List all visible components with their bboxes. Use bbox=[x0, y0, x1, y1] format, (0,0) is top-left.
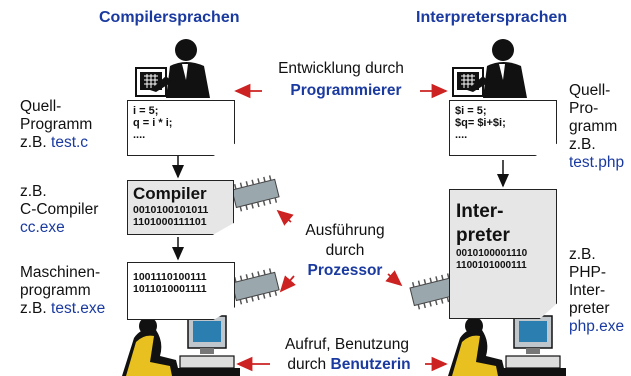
development-actor: Programmierer bbox=[290, 82, 402, 99]
execution-caption: Ausführung durch Prozessor bbox=[290, 222, 400, 280]
code-line: i = 5; bbox=[133, 105, 159, 117]
processor-chip-icon bbox=[409, 273, 458, 310]
arrow-exec-lower bbox=[279, 275, 296, 293]
compiler-box: Compiler 0010100101011 1101000111101 bbox=[127, 180, 234, 235]
user-at-computer-icon bbox=[448, 315, 566, 376]
caption-line: durch bbox=[325, 242, 365, 259]
execution-actor: Prozessor bbox=[307, 262, 383, 279]
right-source-label: Quell- Pro- gramm z.B. test.php bbox=[569, 82, 624, 172]
label-line: z.B. bbox=[569, 246, 596, 263]
header-interpreter-languages: Interpretersprachen bbox=[416, 9, 568, 26]
interpreter-title-line2: preter bbox=[456, 225, 510, 246]
label-line: Quell- bbox=[20, 98, 62, 115]
compiler-example: cc.exe bbox=[20, 219, 65, 236]
development-caption: Entwicklung durch bbox=[266, 60, 416, 78]
binary-line: 0010100001110 bbox=[456, 248, 528, 259]
label-line: gramm bbox=[569, 118, 618, 135]
label-line: C-Compiler bbox=[20, 201, 99, 218]
label-line: Pro- bbox=[569, 100, 599, 117]
left-source-label: Quell- Programm z.B. test.c bbox=[20, 98, 92, 152]
label-line: z.B. bbox=[569, 136, 596, 153]
label-line: z.B. bbox=[20, 134, 47, 151]
invocation-actor: Benutzerin bbox=[330, 356, 411, 373]
source-example: test.c bbox=[51, 134, 89, 151]
processor-chip-icon bbox=[231, 175, 280, 212]
code-line: $i = 5; bbox=[455, 105, 487, 117]
caption-line: Entwicklung durch bbox=[278, 60, 404, 77]
label-line: z.B. bbox=[20, 300, 47, 317]
arrow-exec-right bbox=[385, 270, 403, 287]
caption-line: durch bbox=[287, 356, 327, 373]
interpreter-title-line1: Inter- bbox=[456, 201, 504, 222]
code-line: .... bbox=[133, 129, 146, 141]
label-line: Quell- bbox=[569, 82, 611, 99]
invocation-caption: Aufruf, Benutzung bbox=[262, 336, 432, 354]
label-line: programm bbox=[20, 282, 91, 299]
compiler-title: Compiler bbox=[133, 184, 207, 203]
processor-chip-icon bbox=[231, 268, 280, 305]
machine-example: test.exe bbox=[51, 300, 106, 317]
machine-program-doc: 1001110100111 1011010001111 bbox=[127, 262, 235, 320]
invocation-actor-line: durch Benutzerin bbox=[274, 356, 424, 374]
binary-line: 1101000111101 bbox=[133, 216, 207, 228]
user-at-computer-icon bbox=[122, 315, 240, 376]
binary-line: 1100101000111 bbox=[456, 260, 527, 271]
binary-line: 1001110100111 bbox=[133, 271, 207, 283]
right-interpreter-label: z.B. PHP- Inter- preter php.exe bbox=[569, 246, 624, 336]
interpreter-box: Inter- preter 0010100001110 110010100011… bbox=[449, 189, 557, 319]
header-compiler-languages: Compilersprachen bbox=[99, 9, 240, 26]
label-line: z.B. bbox=[20, 183, 47, 200]
code-line: $q= $i+$i; bbox=[455, 117, 506, 129]
programmer-icon bbox=[135, 39, 210, 98]
code-line: q = i * i; bbox=[133, 117, 173, 129]
interpreter-example: php.exe bbox=[569, 318, 625, 335]
binary-line: 0010100101011 bbox=[133, 204, 209, 216]
code-line: .... bbox=[455, 129, 468, 141]
caption-line: Ausführung bbox=[305, 222, 385, 239]
right-source-code-doc: $i = 5; $q= $i+$i; .... bbox=[449, 100, 557, 156]
arrow-exec-upper bbox=[276, 209, 294, 226]
label-line: PHP- bbox=[569, 264, 607, 281]
label-line: Inter- bbox=[569, 282, 606, 299]
binary-line: 1011010001111 bbox=[133, 283, 207, 295]
label-line: preter bbox=[569, 300, 610, 317]
left-compiler-label: z.B. C-Compiler cc.exe bbox=[20, 183, 98, 237]
left-source-code-doc: i = 5; q = i * i; .... bbox=[127, 100, 235, 156]
caption-line: Aufruf, Benutzung bbox=[284, 336, 410, 353]
left-machine-label: Maschinen- programm z.B. test.exe bbox=[20, 264, 105, 318]
label-line: Programm bbox=[20, 116, 93, 133]
programmer-icon bbox=[452, 39, 527, 98]
source-example: test.php bbox=[569, 154, 625, 171]
label-line: Maschinen- bbox=[20, 264, 101, 281]
